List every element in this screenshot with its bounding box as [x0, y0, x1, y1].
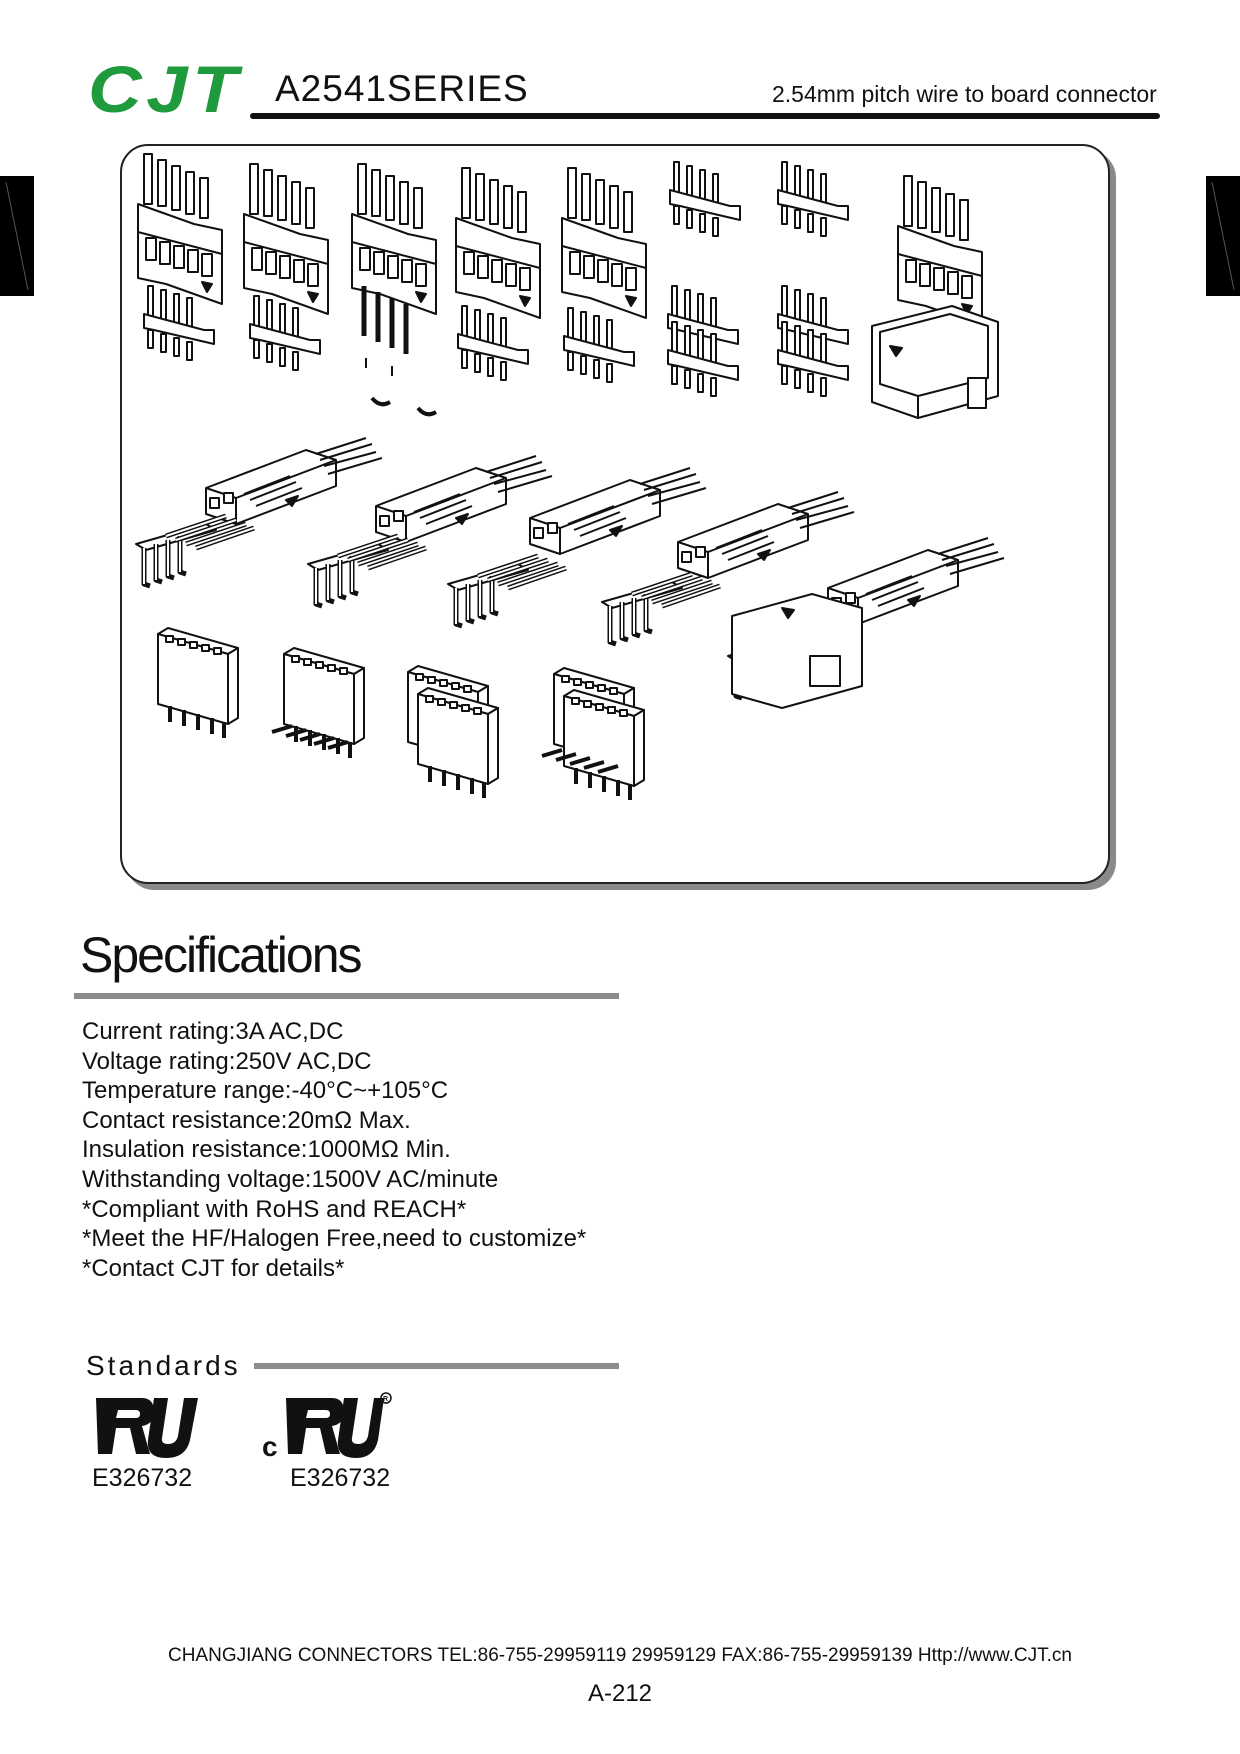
ur-mark-icon — [96, 1398, 198, 1458]
left-edge-tab — [0, 176, 34, 296]
connector-drawings — [122, 153, 1005, 802]
spec-contact-resistance: Contact resistance:20mΩ Max. — [82, 1106, 411, 1134]
cur-certificate-number: E326732 — [290, 1464, 391, 1492]
ur-certificate-number: E326732 — [92, 1464, 193, 1492]
svg-text:c: c — [262, 1431, 278, 1462]
footer-contact: CHANGJIANG CONNECTORS TEL:86-755-2995911… — [167, 1645, 1072, 1666]
spec-insulation-resistance: Insulation resistance:1000MΩ Min. — [82, 1136, 451, 1164]
header-rule — [250, 113, 1160, 119]
standards-rule — [254, 1363, 619, 1369]
spec-voltage-rating: Voltage rating:250V AC,DC — [82, 1047, 372, 1075]
series-title: A2541SERIES — [275, 68, 529, 109]
svg-text:CJT: CJT — [88, 56, 243, 122]
spec-withstanding-voltage: Withstanding voltage:1500V AC/minute — [82, 1165, 499, 1193]
specifications-rule — [74, 993, 619, 999]
spec-rohs-reach: *Compliant with RoHS and REACH* — [82, 1195, 467, 1223]
spec-contact-cjt: *Contact CJT for details* — [82, 1254, 345, 1282]
cjt-logo: CJT — [88, 56, 243, 122]
right-edge-tab — [1206, 176, 1240, 296]
standards-heading: Standards — [86, 1350, 241, 1381]
cur-mark-icon: c R — [262, 1392, 392, 1462]
specifications-heading: Specifications — [80, 927, 362, 983]
spec-halogen-free: *Meet the HF/Halogen Free,need to custom… — [82, 1225, 587, 1253]
product-illustration-panel — [120, 144, 1110, 884]
spec-current-rating: Current rating:3A AC,DC — [82, 1018, 344, 1045]
spec-temperature-range: Temperature range:-40°C~+105°C — [82, 1077, 449, 1105]
specifications-list: Current rating:3A AC,DC Voltage rating:2… — [82, 1017, 586, 1283]
svg-text:R: R — [383, 1396, 388, 1403]
product-tagline: 2.54mm pitch wire to board connector — [772, 81, 1157, 107]
page-number: A-212 — [587, 1680, 653, 1707]
